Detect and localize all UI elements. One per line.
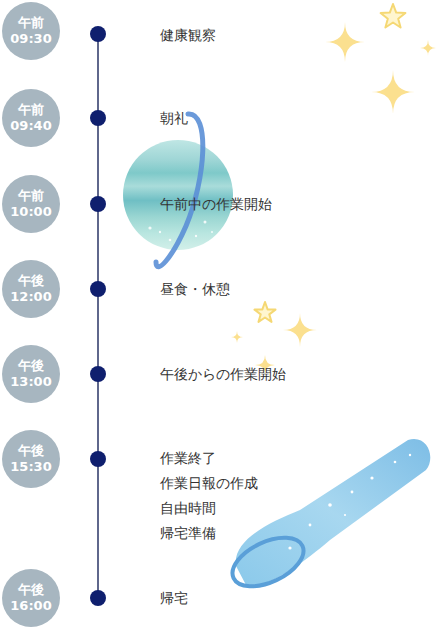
time-circle: 午後13:00 <box>2 345 60 403</box>
time-text: 10:00 <box>10 204 51 220</box>
outline-stars <box>255 4 406 322</box>
schedule-item: 午前中の作業開始 <box>160 196 272 213</box>
time-text: 12:00 <box>10 289 51 305</box>
time-text: 午後 <box>18 443 44 459</box>
time-text: 13:00 <box>10 374 51 390</box>
schedule-item: 帰宅準備 <box>160 525 216 542</box>
time-circle: 午後15:30 <box>2 430 60 488</box>
time-text: 午前 <box>18 15 44 31</box>
time-text: 午前 <box>18 102 44 118</box>
schedule-item: 帰宅 <box>160 590 188 607</box>
comet <box>225 439 430 596</box>
time-text: 15:30 <box>10 459 51 475</box>
time-circle: 午前09:40 <box>2 89 60 147</box>
time-circle: 午前09:30 <box>2 2 60 60</box>
schedule-item: 作業日報の作成 <box>160 475 258 492</box>
time-circle: 午後16:00 <box>2 569 60 627</box>
time-circle: 午後12:00 <box>2 260 60 318</box>
schedule-item: 昼食・休憩 <box>160 281 230 298</box>
time-text: 16:00 <box>10 598 51 614</box>
schedule-item: 自由時間 <box>160 500 216 517</box>
time-text: 午後 <box>18 582 44 598</box>
time-text: 午前 <box>18 188 44 204</box>
time-text: 09:30 <box>10 31 51 47</box>
schedule-item: 朝礼 <box>160 110 188 127</box>
timeline-dots <box>90 26 106 606</box>
time-text: 09:40 <box>10 118 51 134</box>
time-text: 午後 <box>18 273 44 289</box>
planet <box>123 114 233 267</box>
time-circle: 午前10:00 <box>2 175 60 233</box>
schedule-item: 健康観察 <box>160 27 216 44</box>
schedule-item: 午後からの作業開始 <box>160 366 286 383</box>
schedule-item: 作業終了 <box>160 450 216 467</box>
time-text: 午後 <box>18 358 44 374</box>
